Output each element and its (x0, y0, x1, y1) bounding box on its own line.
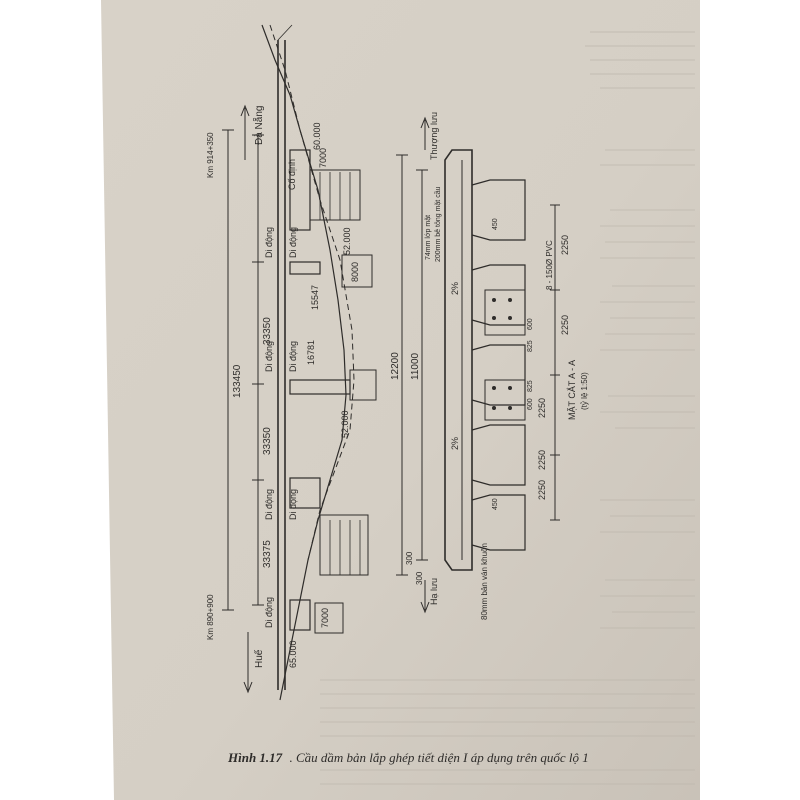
formwork-label: 80mm bản ván khuôn (480, 543, 489, 620)
pier-1-footing (341, 254, 373, 288)
drain-label: 8 - 150Ø PVC (545, 240, 554, 290)
width-road-label: 11000 (410, 352, 421, 380)
bearing-movable-2: Di động (288, 227, 298, 258)
spacing-4: 2250 (537, 450, 547, 470)
abutment-bottom-footing (314, 602, 344, 634)
span-2-label: 33350 (262, 427, 273, 455)
bearing-fixed-label: Cố định (287, 159, 297, 190)
spacing-1: 2250 (560, 235, 570, 255)
cross-section (396, 116, 560, 614)
caption-label: Hình 1.17 (227, 750, 283, 765)
plan-labels: Đà Nẵng Huế Km 914+350 Km 890+900 133450… (206, 106, 360, 668)
caption-text: . Cầu dầm bản lắp ghép tiết diện I áp dụ… (289, 750, 588, 765)
ground-profile (261, 24, 347, 701)
deck-outline (444, 149, 473, 571)
side-width-1: 300 (405, 551, 414, 565)
slope-2: 2% (450, 437, 460, 450)
water-level-profile (269, 24, 355, 561)
figure-caption: Hình 1.17 . Cầu dầm bản lắp ghép tiết di… (227, 750, 589, 765)
section-labels: MẶT CẮT A - A (tỷ lệ 1:50) Thượng lưu Hạ… (390, 112, 589, 620)
pier-1 (289, 261, 321, 275)
dim-bottom: 7000 (320, 608, 330, 628)
level-2: 16781 (306, 340, 316, 365)
side-width-2: 300 (415, 571, 424, 585)
span-3-label: 33375 (262, 540, 273, 568)
direction-top-label: Đà Nẵng (252, 106, 265, 145)
upstream-label: Thượng lưu (429, 112, 439, 160)
width-total-label: 12200 (390, 352, 401, 380)
dim-mid: 8000 (350, 262, 360, 282)
elevation-2: 52.000 (342, 227, 352, 255)
diaphragm-2 (484, 379, 526, 421)
section-title: MẶT CẮT A - A (567, 360, 577, 420)
elevation-3: 52.000 (340, 410, 350, 438)
bearing-movable-5: Di động (264, 489, 274, 520)
girder-1 (471, 179, 526, 241)
section-scale: (tỷ lệ 1:50) (580, 372, 589, 410)
pier-3-footing (319, 514, 369, 576)
elevation-4: 65.000 (288, 640, 298, 668)
dim-small-6: 450 (492, 498, 499, 510)
dim-small-3: 825 (527, 380, 534, 392)
direction-bottom-label: Huế (253, 649, 265, 668)
chainage-top-label: Km 914+350 (206, 132, 215, 178)
layer-concrete: 200mm bê tông mặt cầu (433, 186, 442, 262)
bearing-movable-7: Di động (264, 597, 274, 628)
diaphragm-1 (484, 289, 526, 336)
level-1: 15547 (310, 285, 320, 310)
abutment-bottom (289, 599, 311, 631)
layer-wearing: 74mm lớp mặt (425, 215, 432, 260)
bearing-movable-3: Di động (264, 341, 274, 372)
bleed-through-text (320, 31, 695, 785)
span-1-label: 33350 (262, 317, 273, 345)
girder-4 (471, 424, 526, 486)
pier-2-footing (349, 369, 377, 401)
girder-5 (471, 494, 526, 551)
dim-small-1: 600 (527, 318, 534, 330)
dim-small-2: 825 (527, 340, 534, 352)
total-length-label: 133450 (232, 364, 243, 398)
bolt-group (492, 298, 512, 410)
girder-3 (471, 344, 526, 406)
chainage-bottom-label: Km 890+900 (206, 594, 215, 640)
elevation-1: 60.000 (312, 122, 322, 150)
pier-3 (289, 477, 321, 509)
spacing-2: 2250 (560, 315, 570, 335)
plan-view (222, 24, 377, 701)
abutment-top-footing (309, 169, 361, 221)
dim-small-5: 450 (492, 218, 499, 230)
spacing-3: 2250 (537, 398, 547, 418)
bearing-movable-6: Di động (288, 489, 298, 520)
bearing-movable-4: Di động (288, 341, 298, 372)
slope-1: 2% (450, 282, 460, 295)
paper-sheet (101, 0, 700, 800)
dim-top: 7000 (318, 148, 328, 168)
dim-small-4: 600 (527, 398, 534, 410)
bearing-movable-1: Di động (264, 227, 274, 258)
downstream-label: Hạ lưu (429, 578, 439, 605)
spacing-5: 2250 (537, 480, 547, 500)
